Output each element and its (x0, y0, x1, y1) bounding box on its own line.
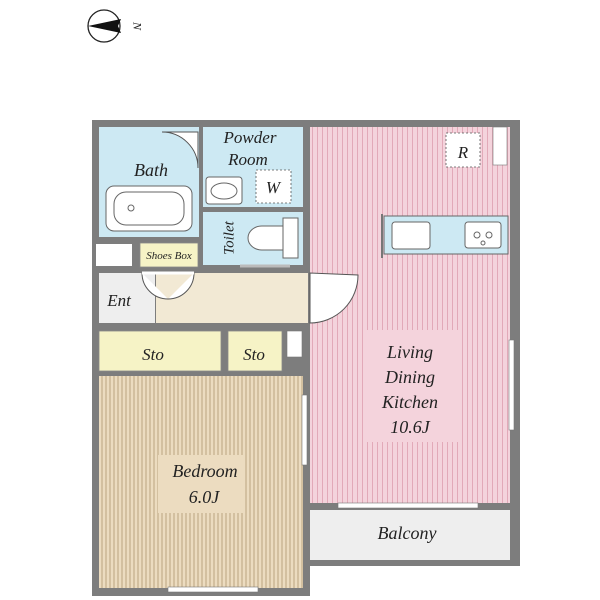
storage-right (227, 330, 283, 372)
ldk-label-background (366, 330, 458, 442)
refrigerator (445, 132, 481, 168)
bedroom-label-line2: 6.0J (189, 487, 221, 507)
bedroom-side-window (301, 394, 308, 466)
ldk-door-swing (309, 272, 359, 324)
toilet-fixture (247, 217, 299, 259)
bedroom-window (167, 586, 259, 593)
powder-room-label-line2: Room (227, 150, 268, 169)
bath-label: Bath (134, 160, 168, 180)
shoes-box (139, 242, 199, 268)
entrance-door (141, 271, 195, 300)
powder-room-label-line1: Powder (223, 128, 277, 147)
wall-niche (96, 244, 132, 266)
bedroom-label-background (158, 455, 244, 513)
ldk-label-line3: Kitchen (381, 392, 438, 412)
balcony (310, 510, 510, 560)
small-closet (286, 330, 303, 358)
ldk-balcony-window (337, 502, 479, 509)
exterior-space (310, 566, 525, 600)
compass-north-label: N (130, 21, 144, 31)
ldk-room (310, 127, 510, 503)
wall-recess (492, 126, 508, 166)
balcony-label: Balcony (378, 523, 437, 543)
bathtub (105, 185, 193, 232)
north-arrow-icon (88, 19, 121, 33)
refrigerator-label: R (457, 143, 469, 162)
shoes-box-label: Shoes Box (146, 250, 192, 262)
storage-right-label: Sto (243, 345, 265, 364)
toilet-label: Toilet (221, 220, 237, 254)
ldk-side-window (508, 339, 515, 431)
bath-door-swing (161, 131, 199, 169)
washer-label: W (266, 178, 282, 197)
ldk-label-line1: Living (386, 342, 433, 362)
storage-left (98, 330, 222, 372)
ldk-label-line4: 10.6J (390, 417, 431, 437)
ldk-label-line2: Dining (384, 367, 435, 387)
bedroom-label-line1: Bedroom (172, 461, 237, 481)
hallway (156, 273, 308, 323)
compass: N (87, 9, 144, 43)
entrance-label: Ent (106, 291, 132, 310)
kitchen-counter (383, 215, 509, 255)
washer-space (255, 169, 292, 204)
washbasin (205, 176, 243, 205)
storage-left-label: Sto (142, 345, 164, 364)
